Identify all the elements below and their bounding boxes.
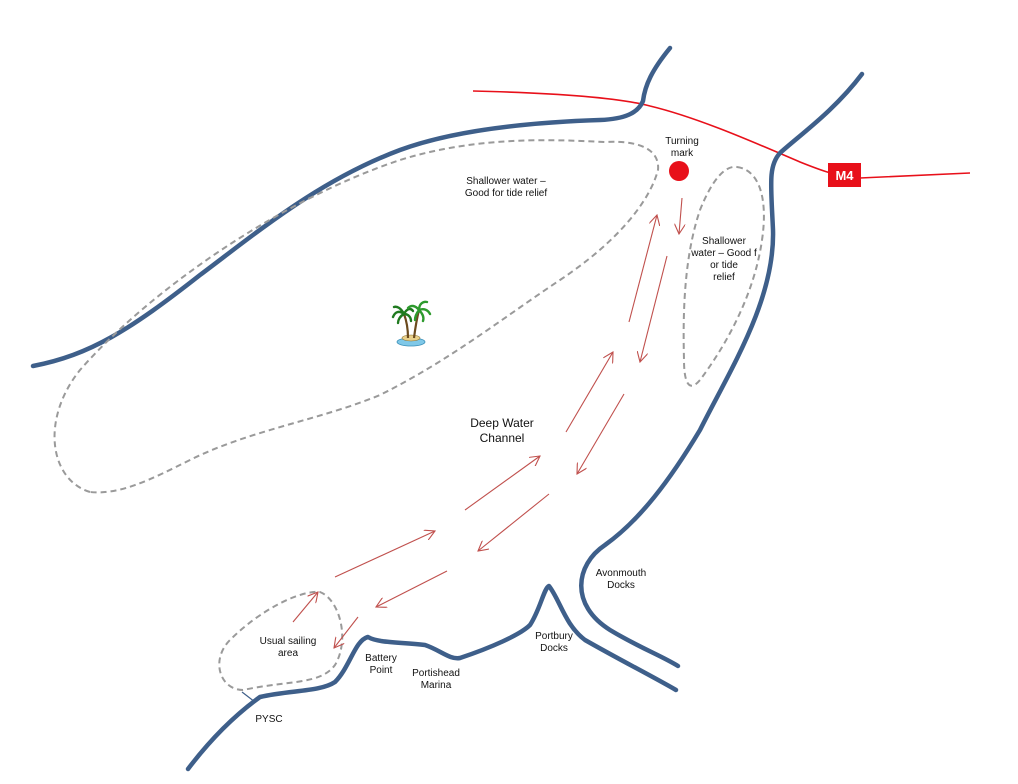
route-arrow-in-1 bbox=[679, 197, 682, 234]
east-coastline bbox=[579, 71, 865, 669]
south-coastline bbox=[185, 583, 679, 772]
route-arrow-out-2 bbox=[334, 531, 435, 578]
sailing-area-outline bbox=[218, 590, 344, 692]
route-arrow-out-1 bbox=[292, 592, 318, 623]
route-arrow-in-2 bbox=[640, 255, 668, 362]
pysc-label: PYSC bbox=[255, 714, 283, 725]
route-arrow-in-6 bbox=[334, 616, 359, 648]
shallow-area-north bbox=[53, 139, 660, 494]
route-arrow-out-3 bbox=[464, 456, 540, 511]
palm-tree-island-icon bbox=[391, 300, 432, 347]
route-arrow-in-5 bbox=[376, 570, 448, 607]
m4-road-badge: M4 bbox=[828, 163, 861, 187]
route-arrow-out-5 bbox=[628, 215, 657, 323]
pysc-marker-line bbox=[241, 691, 256, 703]
turning-mark-marker bbox=[669, 161, 689, 181]
route-arrow-out-4 bbox=[565, 352, 613, 433]
m4-road bbox=[472, 90, 971, 179]
route-arrow-in-3 bbox=[577, 393, 625, 474]
shallow-water-north-label: Shallower water –Good for tide relief bbox=[464, 176, 548, 199]
shallow-area-east bbox=[682, 165, 765, 387]
route-arrow-in-4 bbox=[478, 493, 550, 551]
north-coastline bbox=[30, 45, 673, 369]
